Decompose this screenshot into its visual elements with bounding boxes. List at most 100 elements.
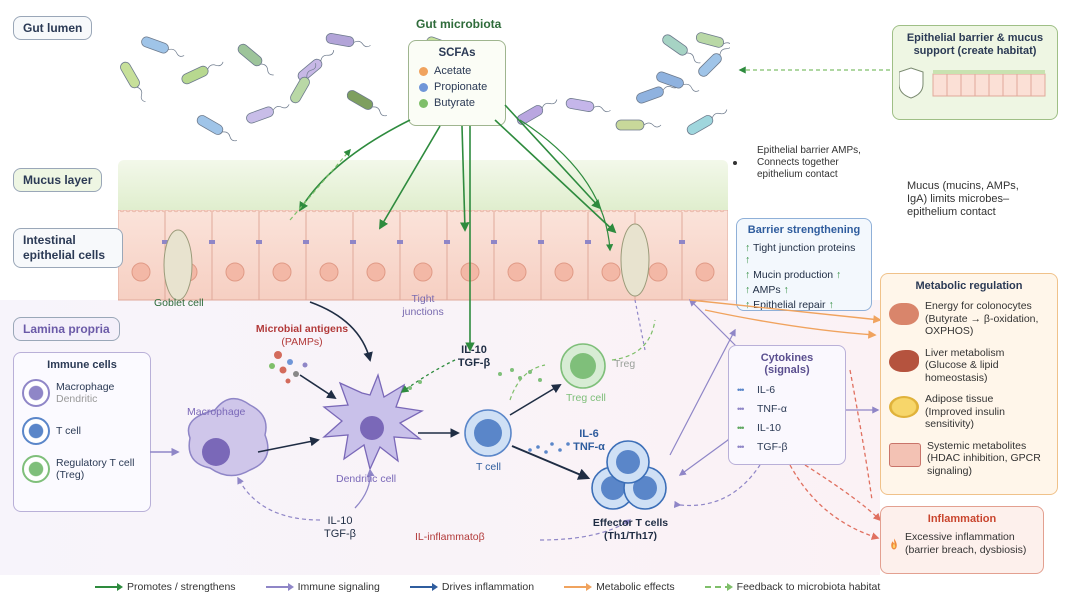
scfa-label: Propionate (434, 81, 488, 93)
epithelial-cell-nucleus (554, 262, 574, 282)
cytokines-box: Cytokines (signals) •••IL-6•••TNF-α•••IL… (728, 345, 846, 465)
metabolic-arrow-2 (689, 299, 882, 324)
inflammation-arrow-2 (804, 464, 882, 522)
bacterium-icon (698, 43, 730, 77)
metabolic-item: Systemic metabolites(HDAC inhibition, GP… (889, 440, 1049, 478)
epithelial-cell-nucleus (131, 262, 151, 282)
metabolic-title: Metabolic regulation (915, 280, 1023, 292)
bacterium-icon (516, 99, 558, 125)
immune-cell-label: T cell (56, 425, 81, 437)
shield-icon (898, 67, 1046, 99)
tight-junction (585, 240, 591, 244)
cytokine-item: •••IL-6 (737, 384, 837, 396)
macrophage-label: Macrophage (187, 406, 246, 418)
scfa-dot-icon (419, 82, 428, 92)
scfa-feedback-arrow (289, 148, 351, 221)
microbial-antigens-label: Microbial antigens (PAMPs) (255, 323, 349, 348)
up-arrow-icon: ↑ (745, 299, 751, 311)
scfa-arrow-7 (519, 119, 614, 252)
legend-arrow-icon (409, 583, 438, 591)
bacteria-cloud (120, 32, 730, 142)
cytokine-label: TGF-β (757, 441, 788, 453)
effector-feedback-dash (539, 519, 632, 541)
treg-to-epithelium-arrow (634, 299, 646, 351)
note-dot (733, 161, 737, 165)
scfa-arrow-5 (504, 104, 602, 210)
inflammation-arrow-3 (849, 369, 873, 501)
epithelial-cell-nucleus (695, 262, 715, 282)
mitochondria-icon (889, 303, 919, 325)
epithelium-layer (118, 210, 728, 301)
il10-to-dc-arrow (354, 468, 375, 509)
barrier-item: ↑ Mucin production ↑ (745, 269, 863, 281)
bacterium-icon (196, 115, 237, 142)
tcell-to-treg-arrow (509, 384, 562, 416)
legend-arrow-icon (704, 583, 733, 591)
metabolic-item-title: Energy for colonocytes (925, 300, 1032, 312)
immune-cell-sublabel: (Treg) (56, 469, 85, 481)
epithelial-cell-nucleus (413, 262, 433, 282)
epithelial-cell-nucleus (601, 262, 621, 282)
tcell-to-treg-dash (509, 364, 546, 401)
metabolic-item-title: Adipose tissue (925, 393, 994, 405)
cytokine-dots (528, 442, 570, 454)
up-arrow-icon: ↑ (833, 269, 842, 281)
bacterium-icon (120, 61, 146, 103)
garbled-bottom-label: IL-inflammatoβ (415, 531, 485, 543)
bacterium-icon (565, 98, 611, 113)
effector-label: Effector T cells(Th1/Th17) (592, 517, 669, 542)
metabolic-item-title: Liver metabolism (925, 346, 1005, 359)
scfa-arrow-2 (459, 125, 470, 232)
tight-junction (209, 240, 215, 244)
zone-epithelial-cells: Intestinal epithelial cells (13, 228, 123, 268)
dc-feedback-dash (400, 359, 456, 393)
metabolic-item-text: (Improved insulin sensitivity) (925, 405, 1005, 431)
scfa-label: Acetate (434, 65, 472, 77)
immune-cell-icon (22, 455, 50, 483)
cytokine-label: IL-10 (757, 422, 781, 434)
immune-cell-icon (22, 417, 50, 445)
metabolic-item-text: (Butyrate → β-oxidation, OXPHOS) (925, 312, 1039, 338)
immune-cell-item: T cell (22, 417, 142, 445)
scfa-arrow-6 (299, 119, 411, 212)
adipose-icon (889, 396, 919, 418)
barrier-item: ↑ AMPs ↑ (745, 284, 863, 296)
macrophage-to-dc-arrow (257, 436, 320, 453)
legend-item: Promotes / strengthens (95, 581, 236, 593)
legend-item: Drives inflammation (409, 581, 534, 593)
scfa-item: Acetate (419, 65, 495, 77)
metabolic-item: Energy for colonocytes(Butyrate → β-oxid… (889, 300, 1049, 338)
tight-junction (491, 240, 497, 244)
scfa-arrow-1 (379, 125, 441, 230)
tight-junction (679, 240, 685, 244)
epithelial-cell-nucleus (319, 262, 339, 282)
bacterium-icon (237, 43, 274, 76)
inflammation-text: Excessive inflammation (barrier breach, … (905, 531, 1027, 556)
cytokine-label: TNF-α (757, 403, 787, 415)
t-cell-label: T cell (476, 461, 501, 473)
immune-cell-label: Macrophage (56, 381, 115, 393)
epithelial-cell-nucleus (648, 262, 668, 282)
zone-gut-lumen: Gut lumen (13, 16, 93, 40)
goblet-cell-label: Goblet cell (154, 297, 204, 309)
tgf-dots (408, 368, 542, 390)
cytokine-item: •••TNF-α (737, 403, 837, 415)
cytokines-title: Cytokines (signals) (760, 352, 814, 376)
scfa-dot-icon (419, 98, 428, 108)
dc-to-macrophage-dash (237, 476, 321, 521)
antigen-cluster (269, 351, 308, 384)
treg-small-label: Treg (614, 358, 636, 370)
habitat-box: Epithelial barrier & mucus support (crea… (892, 25, 1058, 120)
barrier-title: Barrier strengthening (747, 224, 861, 236)
legend-item: Metabolic effects (564, 581, 675, 593)
metabolic-item-text: (HDAC inhibition, GPCR signaling) (927, 452, 1041, 477)
liver-icon (889, 349, 919, 372)
bacterium-icon (181, 61, 224, 85)
epithelial-cell-nucleus (225, 262, 245, 282)
bacterium-icon (346, 90, 387, 117)
immune-cell-sublabel: Dendritic (56, 393, 98, 405)
